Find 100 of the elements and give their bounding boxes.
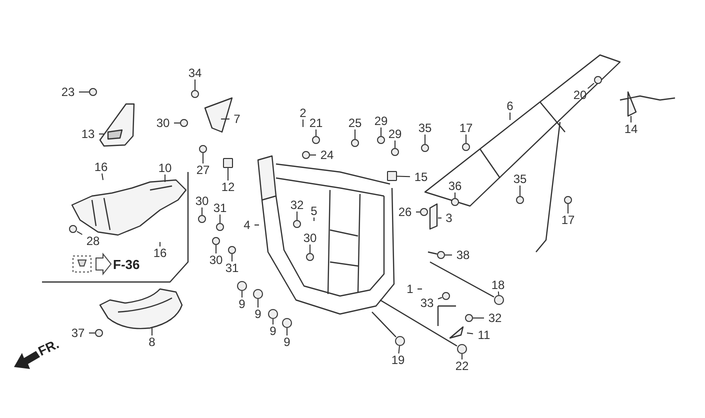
- fastener-part: [212, 237, 220, 245]
- leader-line: [254, 224, 260, 226]
- callout-number: 18: [487, 278, 509, 292]
- leader-line: [286, 328, 288, 336]
- fastener-part: [312, 136, 320, 144]
- leader-line: [396, 176, 410, 178]
- callout-number: 14: [620, 122, 642, 136]
- callout-number: 11: [473, 328, 495, 342]
- fastener-part: [564, 196, 572, 204]
- fastener-part: [306, 253, 314, 261]
- leader-line: [498, 291, 500, 296]
- page-reference: F-36: [113, 257, 140, 272]
- callout-number: 12: [217, 180, 239, 194]
- fastener-part: [228, 246, 236, 254]
- fastener-part: [457, 344, 467, 354]
- callout-number: 32: [286, 198, 308, 212]
- callout-number: 16: [149, 246, 171, 260]
- callout-number: 9: [250, 308, 266, 320]
- callout-number: 2: [296, 106, 310, 120]
- callout-number: 23: [57, 86, 79, 98]
- fastener-part: [199, 145, 207, 153]
- leader-line: [398, 346, 400, 354]
- fastener-part: [465, 314, 473, 322]
- callout-number: 9: [280, 336, 294, 348]
- fastener-part: [302, 151, 310, 159]
- callout-number: 9: [234, 298, 250, 310]
- fastener-part: [462, 143, 470, 151]
- fastener-part: [95, 329, 103, 337]
- callout-number: 37: [67, 326, 89, 340]
- callout-number: 17: [455, 122, 477, 134]
- part-block: [387, 171, 397, 181]
- part-block: [223, 158, 233, 168]
- fastener-part: [377, 136, 385, 144]
- callout-number: 7: [230, 112, 244, 126]
- leader-line: [174, 122, 180, 124]
- fastener-part: [516, 196, 524, 204]
- leader-line: [417, 288, 422, 290]
- leader-line: [194, 79, 196, 90]
- callout-number: 16: [90, 160, 112, 174]
- leader-line: [630, 116, 632, 123]
- callout-number: 33: [416, 296, 438, 310]
- fastener-part: [237, 281, 247, 291]
- callout-number: 4: [240, 218, 254, 232]
- leader-line: [380, 127, 382, 136]
- callout-number: 32: [484, 312, 506, 324]
- fastener-part: [191, 90, 199, 98]
- fastener-part: [494, 295, 504, 305]
- callout-number: 19: [387, 354, 409, 366]
- leader-line: [454, 192, 456, 198]
- fastener-part: [594, 76, 602, 84]
- fastener-part: [421, 144, 429, 152]
- leader-line: [444, 254, 452, 256]
- fastener-part: [268, 309, 278, 319]
- leader-line: [310, 154, 316, 156]
- fastener-part: [351, 139, 359, 147]
- callout-number: 9: [266, 324, 280, 338]
- leader-line: [438, 297, 442, 300]
- callout-number: 29: [370, 114, 392, 128]
- callout-number: 20: [569, 88, 591, 102]
- fastener-part: [420, 208, 428, 216]
- front-direction-label: FR.: [36, 336, 62, 359]
- callout-number: 25: [344, 116, 366, 130]
- fastener-part: [180, 119, 188, 127]
- leader-line: [202, 152, 204, 164]
- leader-line: [354, 129, 356, 140]
- callout-number: 1: [402, 282, 418, 296]
- fastener-part: [451, 198, 459, 206]
- callout-number: 6: [502, 100, 518, 112]
- callout-number: 35: [414, 122, 436, 134]
- leader-line: [102, 173, 104, 180]
- callout-number: 24: [316, 148, 338, 162]
- callout-number: 30: [299, 232, 321, 244]
- leader-line: [220, 118, 230, 120]
- leader-line: [394, 140, 396, 148]
- fastener-part: [69, 225, 77, 233]
- fastener-part: [442, 292, 450, 300]
- fastener-part: [282, 318, 292, 328]
- callout-number: 29: [384, 128, 406, 140]
- leader-line: [296, 211, 298, 220]
- callout-number: 5: [306, 204, 322, 218]
- callout-number: 36: [444, 180, 466, 192]
- callout-number: 17: [557, 214, 579, 226]
- leader-line: [424, 134, 426, 144]
- leader-line: [164, 174, 166, 182]
- callout-number: 30: [152, 116, 174, 130]
- callout-number: 35: [509, 172, 531, 186]
- fastener-part: [89, 88, 97, 96]
- fastener-part: [391, 148, 399, 156]
- leader-line: [466, 332, 474, 334]
- fastener-part: [198, 215, 206, 223]
- fastener-part: [253, 289, 263, 299]
- callout-number: 26: [394, 206, 416, 218]
- callout-number: 13: [77, 128, 99, 140]
- callout-number: 10: [154, 162, 176, 174]
- fastener-part: [437, 251, 445, 259]
- leader-line: [302, 119, 304, 128]
- fastener-part: [216, 223, 224, 231]
- fastener-part: [395, 336, 405, 346]
- callout-number: 8: [144, 336, 160, 348]
- leader-line: [88, 332, 96, 334]
